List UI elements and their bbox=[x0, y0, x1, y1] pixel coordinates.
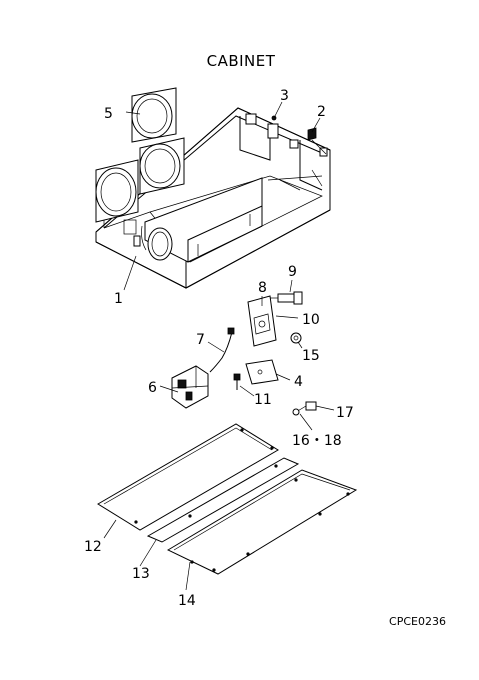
part-3-bracket bbox=[267, 115, 279, 139]
part-6-valve-assembly bbox=[171, 365, 209, 409]
part-label-11: 11 bbox=[254, 392, 272, 408]
part-label-9: 9 bbox=[288, 264, 297, 280]
part-17-sensor bbox=[292, 401, 317, 416]
part-label-7: 7 bbox=[196, 332, 205, 348]
drawing-code: CPCE0236 bbox=[389, 615, 446, 628]
panel-14 bbox=[166, 469, 358, 575]
part-4-plate bbox=[245, 359, 279, 385]
leader-lines bbox=[103, 101, 335, 591]
part-label-15: 15 bbox=[302, 348, 320, 364]
part-2-clip bbox=[307, 127, 327, 155]
part-label-14: 14 bbox=[178, 593, 196, 609]
part-label-16-18: 16・18 bbox=[292, 433, 342, 449]
part-7-tube bbox=[209, 327, 235, 373]
part-label-5: 5 bbox=[104, 106, 113, 122]
part-label-3: 3 bbox=[280, 88, 289, 104]
part-label-4: 4 bbox=[294, 374, 303, 390]
part-15-nut bbox=[290, 332, 302, 344]
part-11-screw bbox=[233, 373, 241, 390]
panel-12 bbox=[97, 423, 279, 531]
panel-13 bbox=[146, 457, 300, 543]
part-label-12: 12 bbox=[84, 539, 102, 555]
part-label-10: 10 bbox=[302, 312, 320, 328]
duct-collars bbox=[95, 87, 185, 223]
part-label-2: 2 bbox=[317, 104, 326, 120]
part-label-8: 8 bbox=[258, 280, 267, 296]
part-8-bracket-plate bbox=[247, 295, 277, 347]
diagram-title: CABINET bbox=[207, 52, 276, 70]
part-label-17: 17 bbox=[336, 405, 354, 421]
part-label-6: 6 bbox=[148, 380, 157, 396]
part-label-13: 13 bbox=[132, 566, 150, 582]
part-label-1: 1 bbox=[114, 291, 123, 307]
cabinet-body bbox=[95, 107, 331, 289]
part-9-fitting bbox=[270, 291, 303, 305]
part-labels: 1 2 3 4 5 6 7 8 9 10 11 12 13 14 15 16・1… bbox=[84, 88, 354, 609]
